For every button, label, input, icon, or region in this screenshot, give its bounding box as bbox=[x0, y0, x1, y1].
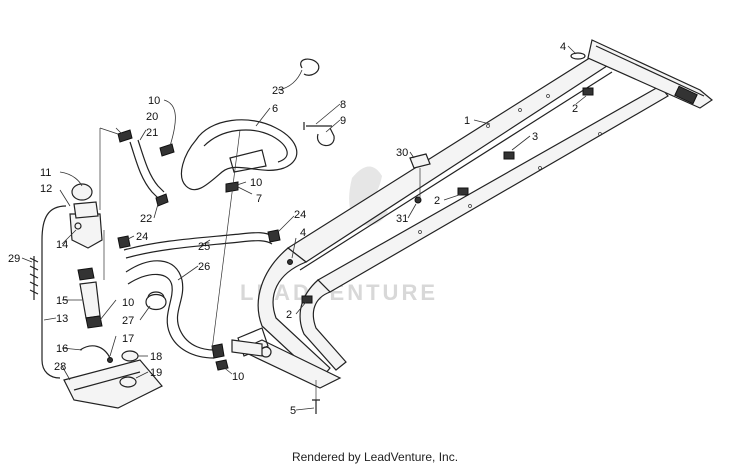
callout-29: 29 bbox=[8, 253, 20, 265]
callout-26: 26 bbox=[198, 261, 210, 273]
callout-10-top: 10 bbox=[148, 95, 160, 107]
callout-13: 13 bbox=[56, 313, 68, 325]
callout-24-right: 24 bbox=[294, 209, 306, 221]
callout-4-mid: 4 bbox=[300, 227, 306, 239]
callout-28: 28 bbox=[54, 361, 66, 373]
callout-2-mid: 2 bbox=[434, 195, 440, 207]
callout-14: 14 bbox=[56, 239, 68, 251]
callout-2-rear: 2 bbox=[572, 103, 578, 115]
callout-16: 16 bbox=[56, 343, 68, 355]
callout-10-bottom: 10 bbox=[232, 371, 244, 383]
cooler-frame bbox=[237, 39, 714, 414]
callout-5: 5 bbox=[290, 405, 296, 417]
callout-20: 20 bbox=[146, 111, 158, 123]
callout-11: 11 bbox=[40, 167, 51, 179]
callout-1: 1 bbox=[464, 115, 470, 127]
callout-22: 22 bbox=[140, 213, 152, 225]
callout-15: 15 bbox=[56, 295, 68, 307]
callout-19: 19 bbox=[150, 367, 162, 379]
callout-8: 8 bbox=[340, 99, 346, 111]
callout-17: 17 bbox=[122, 333, 134, 345]
callout-30: 30 bbox=[396, 147, 408, 159]
callout-12: 12 bbox=[40, 183, 52, 195]
cooling-hoses bbox=[29, 58, 335, 409]
callout-24-left: 24 bbox=[136, 231, 148, 243]
callout-31: 31 bbox=[396, 213, 408, 225]
callout-25: 25 bbox=[198, 241, 210, 253]
callout-3: 3 bbox=[532, 131, 538, 143]
leader-lines bbox=[21, 45, 587, 411]
callout-21: 21 bbox=[146, 127, 158, 139]
callout-9: 9 bbox=[340, 115, 346, 127]
reference-lines bbox=[99, 128, 421, 400]
callout-2-front: 2 bbox=[286, 309, 292, 321]
callout-27: 27 bbox=[122, 315, 134, 327]
callout-labels: 1 2 2 2 3 4 4 5 6 7 8 9 10 10 10 10 11 1… bbox=[8, 41, 578, 417]
callout-18: 18 bbox=[150, 351, 162, 363]
callout-10-left: 10 bbox=[122, 297, 134, 309]
callout-7: 7 bbox=[256, 193, 262, 205]
callout-10-mid: 10 bbox=[250, 177, 262, 189]
callout-4-top: 4 bbox=[560, 41, 566, 53]
callout-23: 23 bbox=[272, 85, 284, 97]
callout-6: 6 bbox=[272, 103, 278, 115]
footer-credit: Rendered by LeadVenture, Inc. bbox=[291, 450, 459, 464]
